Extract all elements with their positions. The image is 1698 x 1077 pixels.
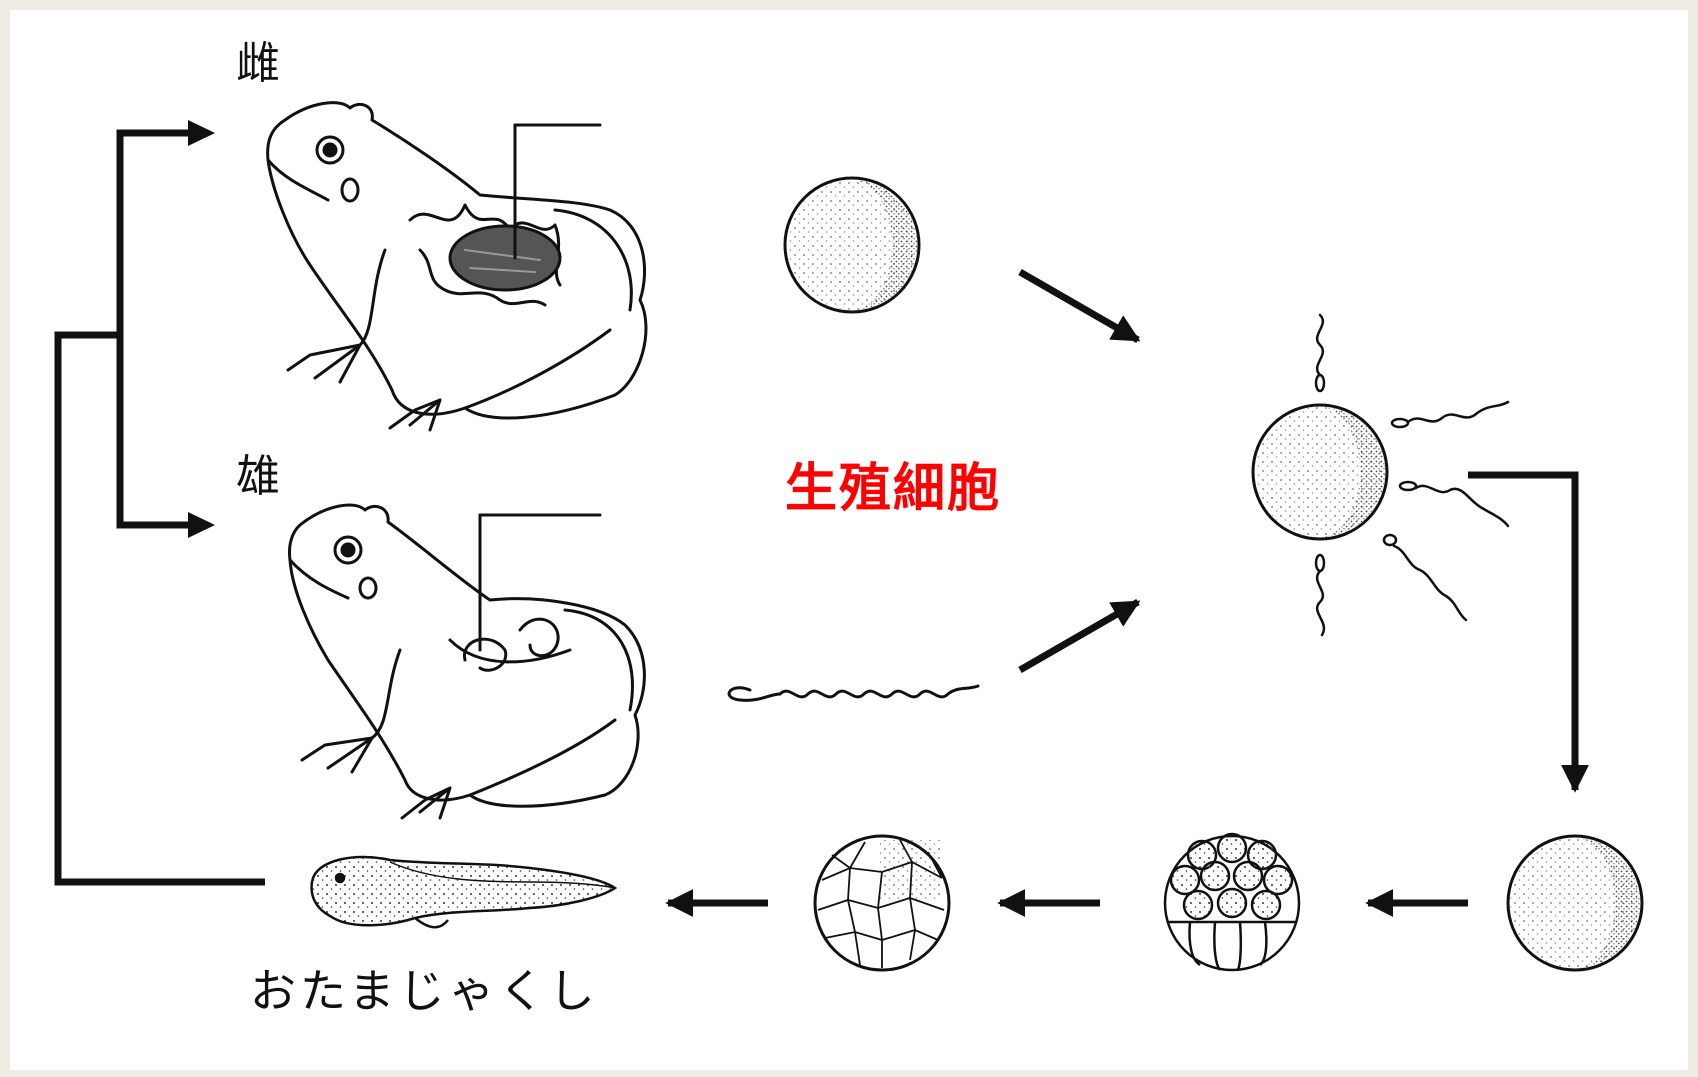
blastula-icon: [813, 834, 951, 972]
branch-line: [116, 129, 208, 529]
tadpole-icon: [310, 855, 618, 929]
label-germ-cells: 生殖細胞: [785, 459, 1002, 519]
egg-cell-icon: [783, 176, 921, 314]
sperm-icon: [727, 684, 980, 702]
label-female: 雌: [236, 38, 280, 89]
label-tadpole: おたまじゃくし: [250, 964, 599, 1018]
arrow-zygote-to-egg: [1468, 471, 1589, 793]
fertilized-egg-icon: [1251, 313, 1510, 637]
cycle-bracket: [54, 129, 265, 886]
frog-male-icon: [288, 503, 646, 820]
fertilization-arrows: [1018, 268, 1141, 674]
arrow-to-male: [188, 512, 215, 538]
cleavage-embryo-icon: [1163, 832, 1301, 972]
frog-life-cycle-diagram: [54, 101, 1644, 972]
return-line: [54, 331, 265, 886]
diagram-canvas: 雌 雄 生殖細胞 おたまじゃくし: [10, 10, 1688, 1070]
arrow-sperm-to-zygote: [1018, 598, 1141, 674]
arrow-egg-to-zygote: [1018, 268, 1141, 344]
zygote-icon: [1506, 834, 1644, 972]
label-male: 雄: [236, 451, 280, 502]
development-arrows: [665, 471, 1589, 917]
arrow-to-female: [188, 120, 215, 146]
frog-female-icon: [266, 101, 648, 432]
branch-arrows: [188, 120, 215, 538]
